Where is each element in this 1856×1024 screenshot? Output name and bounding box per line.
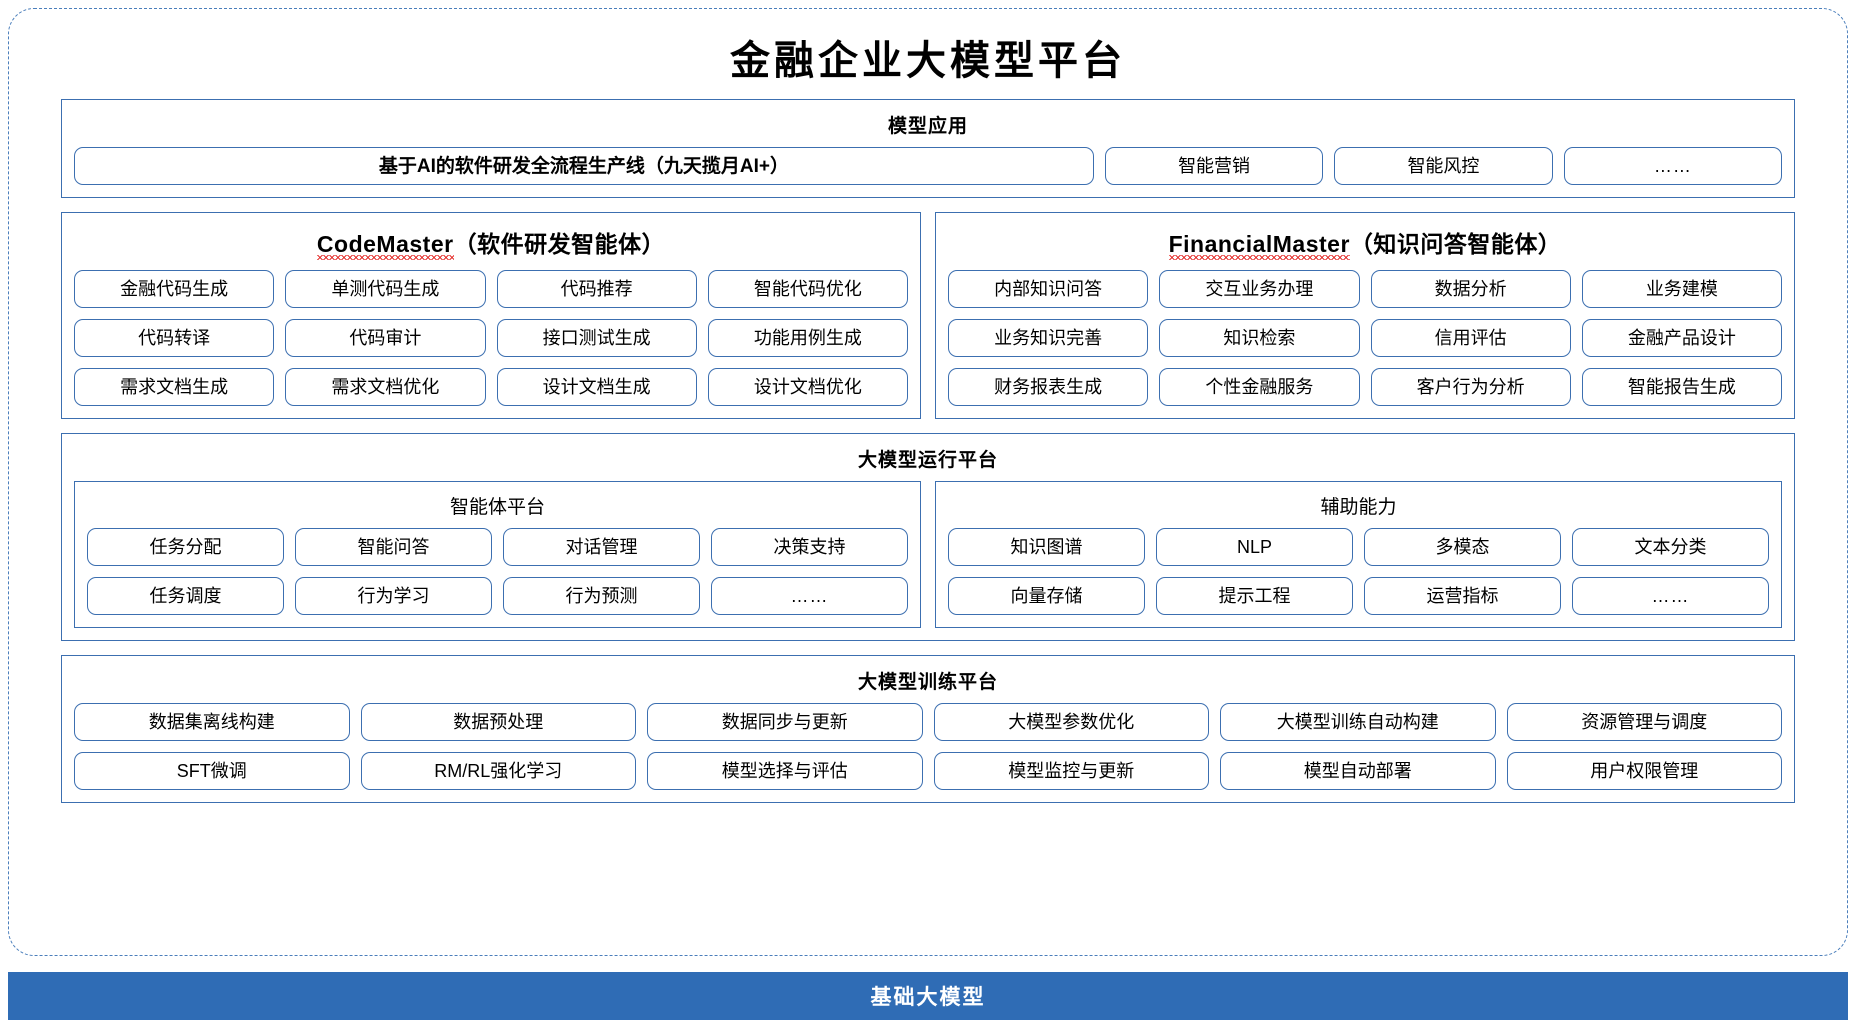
chip-cm-1-3[interactable]: 功能用例生成 xyxy=(707,319,908,357)
chip-tp-0-5[interactable]: 资源管理与调度 xyxy=(1506,703,1782,741)
chip-ac-0-1[interactable]: NLP xyxy=(1156,528,1353,566)
chip-ap-0-2[interactable]: 对话管理 xyxy=(503,528,700,566)
section-title-financialmaster: FinancialMaster（知识问答智能体） xyxy=(948,225,1782,260)
chip-tp-1-2[interactable]: 模型选择与评估 xyxy=(647,752,923,790)
chip-cm-2-0[interactable]: 需求文档生成 xyxy=(74,368,275,406)
chip-cm-1-2[interactable]: 接口测试生成 xyxy=(496,319,697,357)
chip-cm-0-3[interactable]: 智能代码优化 xyxy=(707,270,908,308)
chip-tp-1-3[interactable]: 模型监控与更新 xyxy=(933,752,1209,790)
chip-smart-risk-control[interactable]: 智能风控 xyxy=(1334,147,1553,185)
chip-row: 任务调度 行为学习 行为预测 …… xyxy=(87,577,908,615)
chip-row: 向量存储 提示工程 运营指标 …… xyxy=(948,577,1769,615)
chip-fm-1-2[interactable]: 信用评估 xyxy=(1370,319,1571,357)
chip-more-ellipsis[interactable]: …… xyxy=(1563,147,1782,185)
chip-tp-1-0[interactable]: SFT微调 xyxy=(74,752,350,790)
chip-row: 需求文档生成 需求文档优化 设计文档生成 设计文档优化 xyxy=(74,368,908,406)
agent-platform-chip-grid: 任务分配 智能问答 对话管理 决策支持 任务调度 行为学习 行为预测 …… xyxy=(87,528,908,615)
chip-fm-1-3[interactable]: 金融产品设计 xyxy=(1581,319,1782,357)
chip-ac-1-1[interactable]: 提示工程 xyxy=(1156,577,1353,615)
chip-cm-0-2[interactable]: 代码推荐 xyxy=(496,270,697,308)
chip-row: 业务知识完善 知识检索 信用评估 金融产品设计 xyxy=(948,319,1782,357)
chip-ac-1-0[interactable]: 向量存储 xyxy=(948,577,1145,615)
foundation-model-label: 基础大模型 xyxy=(870,986,986,1009)
chip-row: 内部知识问答 交互业务办理 数据分析 业务建模 xyxy=(948,270,1782,308)
chip-ac-1-3[interactable]: …… xyxy=(1572,577,1769,615)
chip-fm-0-3[interactable]: 业务建模 xyxy=(1581,270,1782,308)
chip-ap-0-0[interactable]: 任务分配 xyxy=(87,528,284,566)
chip-cm-2-3[interactable]: 设计文档优化 xyxy=(707,368,908,406)
chip-fm-2-3[interactable]: 智能报告生成 xyxy=(1581,368,1782,406)
chip-row: 金融代码生成 单测代码生成 代码推荐 智能代码优化 xyxy=(74,270,908,308)
chip-ai-sdlc-pipeline[interactable]: 基于AI的软件研发全流程生产线（九天揽月AI+） xyxy=(74,147,1094,185)
chip-tp-1-5[interactable]: 用户权限管理 xyxy=(1506,752,1782,790)
chip-tp-1-1[interactable]: RM/RL强化学习 xyxy=(360,752,636,790)
chip-fm-1-0[interactable]: 业务知识完善 xyxy=(948,319,1149,357)
chip-fm-0-1[interactable]: 交互业务办理 xyxy=(1159,270,1360,308)
chip-ap-1-3[interactable]: …… xyxy=(711,577,908,615)
chip-ap-1-2[interactable]: 行为预测 xyxy=(503,577,700,615)
financialmaster-name: FinancialMaster xyxy=(1168,231,1350,260)
section-title-training-platform: 大模型训练平台 xyxy=(857,672,998,693)
subpanel-title-auxiliary-capability: 辅助能力 xyxy=(1320,497,1397,518)
chip-tp-0-3[interactable]: 大模型参数优化 xyxy=(933,703,1209,741)
chip-ac-1-2[interactable]: 运营指标 xyxy=(1364,577,1561,615)
chip-tp-1-4[interactable]: 模型自动部署 xyxy=(1220,752,1496,790)
codemaster-chip-grid: 金融代码生成 单测代码生成 代码推荐 智能代码优化 代码转译 代码审计 接口测试… xyxy=(74,270,908,406)
chip-ap-0-1[interactable]: 智能问答 xyxy=(295,528,492,566)
training-chip-grid: 数据集离线构建 数据预处理 数据同步与更新 大模型参数优化 大模型训练自动构建 … xyxy=(74,703,1782,790)
chip-tp-0-2[interactable]: 数据同步与更新 xyxy=(647,703,923,741)
chip-tp-0-1[interactable]: 数据预处理 xyxy=(360,703,636,741)
auxiliary-chip-grid: 知识图谱 NLP 多模态 文本分类 向量存储 提示工程 运营指标 …… xyxy=(948,528,1769,615)
chip-row: 任务分配 智能问答 对话管理 决策支持 xyxy=(87,528,908,566)
subpanel-auxiliary-capability: 辅助能力 知识图谱 NLP 多模态 文本分类 向量存储 提示工程 运营指标 xyxy=(935,481,1782,628)
section-title-codemaster: CodeMaster（软件研发智能体） xyxy=(74,225,908,260)
chip-tp-0-4[interactable]: 大模型训练自动构建 xyxy=(1220,703,1496,741)
chip-ac-0-0[interactable]: 知识图谱 xyxy=(948,528,1145,566)
chip-smart-marketing[interactable]: 智能营销 xyxy=(1104,147,1324,185)
chip-ap-1-1[interactable]: 行为学习 xyxy=(295,577,492,615)
section-model-application: 模型应用 基于AI的软件研发全流程生产线（九天揽月AI+） 智能营销 智能风控 … xyxy=(61,99,1795,198)
chip-cm-0-0[interactable]: 金融代码生成 xyxy=(74,270,275,308)
codemaster-name: CodeMaster xyxy=(316,231,454,260)
chip-cm-1-0[interactable]: 代码转译 xyxy=(74,319,275,357)
model-application-chip-row: 基于AI的软件研发全流程生产线（九天揽月AI+） 智能营销 智能风控 …… xyxy=(74,147,1782,185)
chip-cm-0-1[interactable]: 单测代码生成 xyxy=(285,270,486,308)
subpanel-agent-platform: 智能体平台 任务分配 智能问答 对话管理 决策支持 任务调度 行为学习 行为预测 xyxy=(74,481,921,628)
chip-ac-0-3[interactable]: 文本分类 xyxy=(1572,528,1769,566)
section-runtime-platform: 大模型运行平台 智能体平台 任务分配 智能问答 对话管理 决策支持 任务调度 xyxy=(61,433,1795,641)
chip-fm-1-1[interactable]: 知识检索 xyxy=(1159,319,1360,357)
runtime-subpanels: 智能体平台 任务分配 智能问答 对话管理 决策支持 任务调度 行为学习 行为预测 xyxy=(74,481,1782,628)
section-title-model-application: 模型应用 xyxy=(887,116,968,137)
chip-fm-0-0[interactable]: 内部知识问答 xyxy=(948,270,1149,308)
chip-ap-1-0[interactable]: 任务调度 xyxy=(87,577,284,615)
codemaster-suffix: （软件研发智能体） xyxy=(453,231,666,257)
chip-cm-1-1[interactable]: 代码审计 xyxy=(285,319,486,357)
section-financialmaster: FinancialMaster（知识问答智能体） 内部知识问答 交互业务办理 数… xyxy=(935,212,1795,419)
chip-cm-2-1[interactable]: 需求文档优化 xyxy=(285,368,486,406)
chip-row: 数据集离线构建 数据预处理 数据同步与更新 大模型参数优化 大模型训练自动构建 … xyxy=(74,703,1782,741)
chip-row: 知识图谱 NLP 多模态 文本分类 xyxy=(948,528,1769,566)
chip-fm-2-2[interactable]: 客户行为分析 xyxy=(1370,368,1571,406)
page-title: 金融企业大模型平台 xyxy=(730,39,1126,83)
chip-fm-2-0[interactable]: 财务报表生成 xyxy=(948,368,1149,406)
chip-ac-0-2[interactable]: 多模态 xyxy=(1364,528,1561,566)
chip-fm-0-2[interactable]: 数据分析 xyxy=(1370,270,1571,308)
agents-row: CodeMaster（软件研发智能体） 金融代码生成 单测代码生成 代码推荐 智… xyxy=(61,212,1795,419)
chip-ap-0-3[interactable]: 决策支持 xyxy=(711,528,908,566)
chip-row: SFT微调 RM/RL强化学习 模型选择与评估 模型监控与更新 模型自动部署 用… xyxy=(74,752,1782,790)
section-codemaster: CodeMaster（软件研发智能体） 金融代码生成 单测代码生成 代码推荐 智… xyxy=(61,212,921,419)
chip-cm-2-2[interactable]: 设计文档生成 xyxy=(496,368,697,406)
financialmaster-suffix: （知识问答智能体） xyxy=(1349,231,1562,257)
subpanel-title-agent-platform: 智能体平台 xyxy=(449,497,545,518)
financialmaster-chip-grid: 内部知识问答 交互业务办理 数据分析 业务建模 业务知识完善 知识检索 信用评估… xyxy=(948,270,1782,406)
chip-tp-0-0[interactable]: 数据集离线构建 xyxy=(74,703,350,741)
chip-fm-2-1[interactable]: 个性金融服务 xyxy=(1159,368,1360,406)
platform-outline: 金融企业大模型平台 模型应用 基于AI的软件研发全流程生产线（九天揽月AI+） … xyxy=(8,8,1848,956)
section-title-runtime-platform: 大模型运行平台 xyxy=(857,450,998,471)
foundation-model-bar: 基础大模型 xyxy=(8,972,1848,1020)
chip-row: 代码转译 代码审计 接口测试生成 功能用例生成 xyxy=(74,319,908,357)
chip-row: 财务报表生成 个性金融服务 客户行为分析 智能报告生成 xyxy=(948,368,1782,406)
section-training-platform: 大模型训练平台 数据集离线构建 数据预处理 数据同步与更新 大模型参数优化 大模… xyxy=(61,655,1795,803)
